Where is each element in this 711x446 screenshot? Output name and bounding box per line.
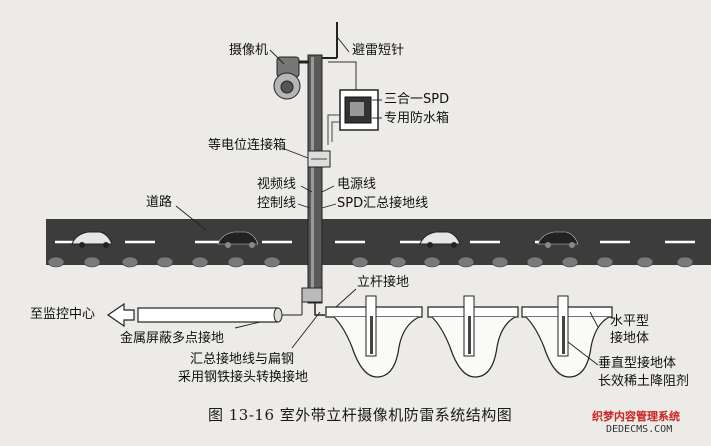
watermark-cn: 织梦内容管理系统 — [592, 410, 680, 423]
arrow-left-icon — [106, 302, 135, 328]
pole — [307, 54, 323, 304]
label-pole-ground: 立杆接地 — [357, 275, 410, 290]
label-vertical-1: 垂直型接地体 — [598, 356, 677, 371]
spd-wires — [327, 114, 340, 145]
pole-ground-lead — [314, 303, 325, 316]
lightning-rod — [322, 22, 338, 59]
label-control-line: 控制线 — [257, 196, 297, 211]
ground-trench — [431, 295, 516, 378]
car — [71, 231, 113, 248]
label-equipotential-box: 等电位连接箱 — [208, 138, 287, 153]
camera-icon — [273, 56, 301, 100]
pole-base — [301, 287, 323, 303]
figure-caption: 图 13-16 室外带立杆摄像机防雷系统结构图 — [208, 406, 513, 424]
rod-ground-wire — [328, 61, 357, 90]
label-waterproof-box: 专用防水箱 — [384, 111, 450, 126]
ground-trench — [333, 295, 420, 378]
car — [419, 231, 461, 248]
label-camera: 摄像机 — [229, 43, 269, 58]
pole-highlight — [311, 57, 314, 301]
label-to-monitor: 至监控中心 — [30, 307, 96, 322]
label-video-line: 视频线 — [257, 177, 297, 192]
ground-trench — [525, 295, 610, 378]
label-shield-ground: 金属屏蔽多点接地 — [120, 331, 225, 346]
horizontal-ground-conductors — [325, 306, 613, 318]
label-vertical-2: 长效稀土降阻剂 — [598, 374, 690, 389]
roadside-shrubs — [47, 256, 694, 268]
label-conversion-1: 汇总接地线与扁钢 — [190, 352, 295, 367]
car — [217, 231, 259, 248]
shielded-cable-pipe — [137, 300, 303, 323]
equipotential-box-icon — [307, 150, 331, 168]
label-horizontal-2: 接地体 — [610, 331, 650, 346]
label-spd: 三合一SPD — [384, 92, 450, 107]
car — [537, 231, 579, 248]
watermark-en: DEDECMS.COM — [606, 424, 673, 435]
label-horizontal-1: 水平型 — [610, 314, 650, 329]
leader-lines — [175, 37, 599, 366]
label-spd-ground-line: SPD汇总接地线 — [337, 196, 429, 211]
label-power-line: 电源线 — [337, 177, 377, 192]
label-lightning-rod: 避雷短针 — [352, 43, 405, 58]
spd-box-icon — [339, 89, 379, 131]
label-road: 道路 — [146, 195, 173, 210]
label-conversion-2: 采用钢铁接头转换接地 — [178, 370, 309, 385]
